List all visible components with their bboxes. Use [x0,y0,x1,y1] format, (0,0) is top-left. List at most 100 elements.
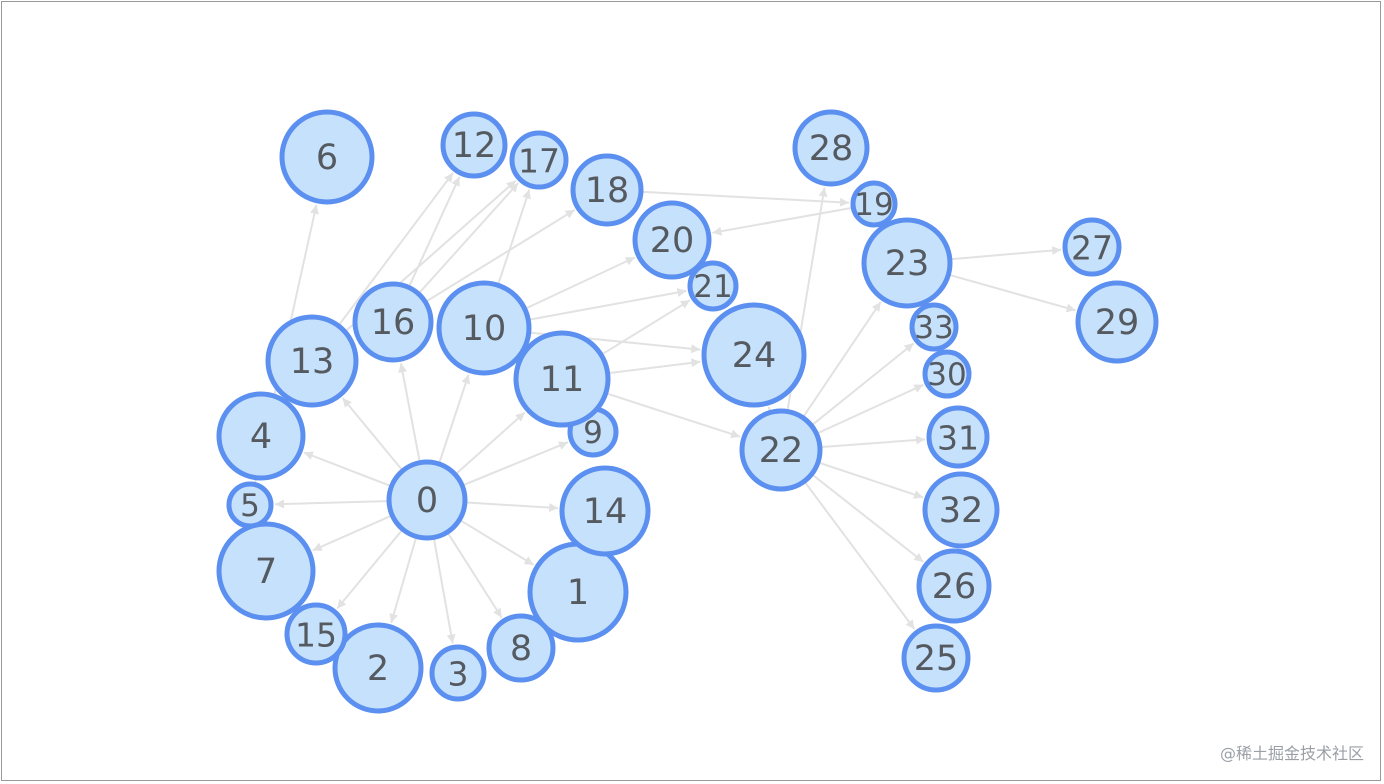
node-circle-15[interactable] [284,602,348,666]
node-label-2: 2 [367,649,389,689]
edge-22-24 [766,406,776,417]
node-3[interactable]: 3 [429,644,487,702]
node-label-27: 27 [1071,229,1113,268]
node-circle-28[interactable] [792,109,870,187]
node-13[interactable]: 13 [265,314,359,408]
node-circle-12[interactable] [440,111,508,179]
node-circle-0[interactable] [386,459,468,541]
node-32[interactable]: 32 [922,471,1000,549]
watermark: @稀土掘金技术社区 [1219,744,1364,763]
edge-18-19 [642,190,850,207]
node-circle-32[interactable] [922,471,1000,549]
edge-0-13 [341,397,403,470]
node-33[interactable]: 33 [909,302,959,352]
node-31[interactable]: 31 [926,405,990,469]
edge-10-17 [497,189,531,284]
node-29[interactable]: 29 [1075,280,1159,364]
node-circle-16[interactable] [352,281,434,363]
node-label-9: 9 [583,415,603,451]
edge-22-25 [804,482,916,630]
node-circle-14[interactable] [559,465,651,557]
node-circle-25[interactable] [901,623,971,693]
node-18[interactable]: 18 [570,153,644,227]
node-27[interactable]: 27 [1062,217,1122,277]
node-circle-21[interactable] [687,260,739,312]
node-label-26: 26 [932,567,977,607]
node-circle-3[interactable] [429,644,487,702]
node-19[interactable]: 19 [850,180,898,228]
edge-11-22 [607,392,741,439]
node-23[interactable]: 23 [861,217,953,309]
node-2[interactable]: 2 [332,622,424,714]
node-22[interactable]: 22 [739,408,823,492]
node-label-14: 14 [583,492,628,532]
node-label-29: 29 [1095,303,1140,343]
node-14[interactable]: 14 [559,465,651,557]
edge-0-14 [466,501,559,513]
node-circle-19[interactable] [850,180,898,228]
node-1[interactable]: 1 [527,541,629,643]
edges-layer [254,172,1076,644]
node-circle-26[interactable] [916,548,992,624]
node-4[interactable]: 4 [216,391,306,481]
node-circle-27[interactable] [1062,217,1122,277]
node-label-30: 30 [927,357,966,393]
node-circle-2[interactable] [332,622,424,714]
node-circle-7[interactable] [216,521,316,621]
node-circle-11[interactable] [513,330,611,428]
node-label-24: 24 [732,336,777,376]
node-0[interactable]: 0 [386,459,468,541]
edge-16-18 [426,209,576,302]
node-label-12: 12 [452,126,497,166]
node-21[interactable]: 21 [687,260,739,312]
edge-11-24 [609,358,701,374]
node-label-33: 33 [914,310,953,346]
node-circle-30[interactable] [922,349,972,399]
node-17[interactable]: 17 [509,130,569,190]
node-20[interactable]: 20 [632,200,712,280]
node-label-8: 8 [510,629,532,669]
node-8[interactable]: 8 [486,613,556,683]
node-circle-20[interactable] [632,200,712,280]
edge-0-8 [447,533,503,619]
node-11[interactable]: 11 [513,330,611,428]
edge-10-20 [526,256,636,310]
node-25[interactable]: 25 [901,623,971,693]
node-circle-18[interactable] [570,153,644,227]
node-6[interactable]: 6 [279,109,375,205]
node-circle-10[interactable] [436,280,532,376]
edge-0-5 [274,499,388,509]
node-26[interactable]: 26 [916,548,992,624]
node-circle-31[interactable] [926,405,990,469]
node-label-10: 10 [462,309,507,349]
node-circle-23[interactable] [861,217,953,309]
node-circle-24[interactable] [701,302,807,408]
node-24[interactable]: 24 [701,302,807,408]
node-12[interactable]: 12 [440,111,508,179]
node-30[interactable]: 30 [922,349,972,399]
edge-0-7 [312,515,391,552]
node-circle-29[interactable] [1075,280,1159,364]
node-circle-13[interactable] [265,314,359,408]
node-5[interactable]: 5 [226,481,274,529]
node-circle-33[interactable] [909,302,959,352]
node-circle-8[interactable] [486,613,556,683]
node-16[interactable]: 16 [352,281,434,363]
edge-0-4 [303,451,391,487]
node-label-5: 5 [240,488,260,524]
node-circle-17[interactable] [509,130,569,190]
edge-22-30 [817,383,924,434]
node-circle-22[interactable] [739,408,823,492]
node-28[interactable]: 28 [792,109,870,187]
node-label-20: 20 [650,221,695,261]
node-10[interactable]: 10 [436,280,532,376]
node-circle-6[interactable] [279,109,375,205]
node-15[interactable]: 15 [284,602,348,666]
edge-0-16 [398,363,421,461]
node-7[interactable]: 7 [216,521,316,621]
edge-0-11 [456,411,526,475]
node-circle-4[interactable] [216,391,306,481]
node-label-6: 6 [316,138,338,178]
